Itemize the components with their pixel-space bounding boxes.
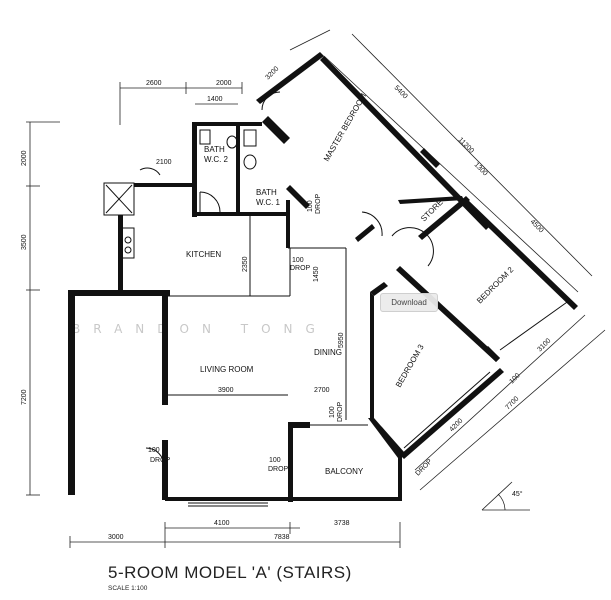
dim-left-2000: 2000 xyxy=(21,150,28,166)
drop-value: 100 xyxy=(307,200,314,212)
dim-diag-11200: 11200 xyxy=(457,136,475,154)
drop-label: DROP xyxy=(337,401,344,422)
dim-bottom-3738: 3738 xyxy=(334,520,350,527)
dim-inner-1450: 1450 xyxy=(313,266,320,282)
drop-label: DROP xyxy=(268,466,289,473)
dim-diag-1300: 1300 xyxy=(473,161,489,177)
kitchen-label: KITCHEN xyxy=(186,250,221,259)
bedroom-3-label: BEDROOM 3 xyxy=(394,342,426,389)
drop-value: 100 xyxy=(292,257,304,264)
download-button[interactable]: Download xyxy=(380,293,438,312)
dim-bottom-7838: 7838 xyxy=(274,534,290,541)
bedroom-2-label: BEDROOM 2 xyxy=(475,265,516,306)
drop-value: 100 xyxy=(269,457,281,464)
dining-label: DINING xyxy=(314,348,342,357)
bath-wc-2-label-line2: W.C. 2 xyxy=(204,155,229,164)
drop-value: 100 xyxy=(329,406,336,418)
bath-wc-1-label-line2: W.C. 1 xyxy=(256,198,281,207)
drop-label: DROP xyxy=(290,265,311,272)
dim-inner-2350: 2350 xyxy=(242,256,249,272)
dim-left-3500: 3500 xyxy=(21,234,28,250)
drop-value: 100 xyxy=(148,447,160,454)
watermark: BRANDON TONG xyxy=(72,322,328,336)
dim-diag-4500: 4500 xyxy=(529,218,545,234)
plan-title: 5-ROOM MODEL 'A' (STAIRS) xyxy=(108,563,352,582)
dimension-lines xyxy=(26,29,606,548)
dim-bottom-4100: 4100 xyxy=(214,520,230,527)
dim-diag-3100: 3100 xyxy=(536,337,552,353)
dim-bottom-3000: 3000 xyxy=(108,534,124,541)
plan-scale: SCALE 1:100 xyxy=(108,585,148,592)
dim-inner-2100: 2100 xyxy=(156,159,172,166)
master-bedroom-label: MASTER BEDROOM xyxy=(322,92,368,163)
bath-wc-2-label-line1: BATH xyxy=(204,145,225,154)
dim-diag-5400: 5400 xyxy=(393,84,409,100)
balcony-label: BALCONY xyxy=(325,467,364,476)
angle-label: 45° xyxy=(512,490,523,498)
dim-diag-4200: 4200 xyxy=(448,417,464,433)
walls xyxy=(68,52,578,507)
dim-inner-2700: 2700 xyxy=(314,387,330,394)
dim-diag-7700: 7700 xyxy=(504,395,520,411)
bath-wc-1-label-line1: BATH xyxy=(256,188,277,197)
dim-top-2000: 2000 xyxy=(216,80,232,87)
dim-inner-3900: 3900 xyxy=(218,387,234,394)
dim-top-3200: 3200 xyxy=(264,65,280,81)
dim-top-1400: 1400 xyxy=(207,96,223,103)
dim-inner-5950: 5950 xyxy=(338,332,345,348)
drop-label: DROP xyxy=(150,457,171,464)
dim-top-2600: 2600 xyxy=(146,80,162,87)
living-room-label: LIVING ROOM xyxy=(200,365,254,374)
drop-label: DROP xyxy=(315,193,322,214)
dim-left-7200: 7200 xyxy=(21,389,28,405)
